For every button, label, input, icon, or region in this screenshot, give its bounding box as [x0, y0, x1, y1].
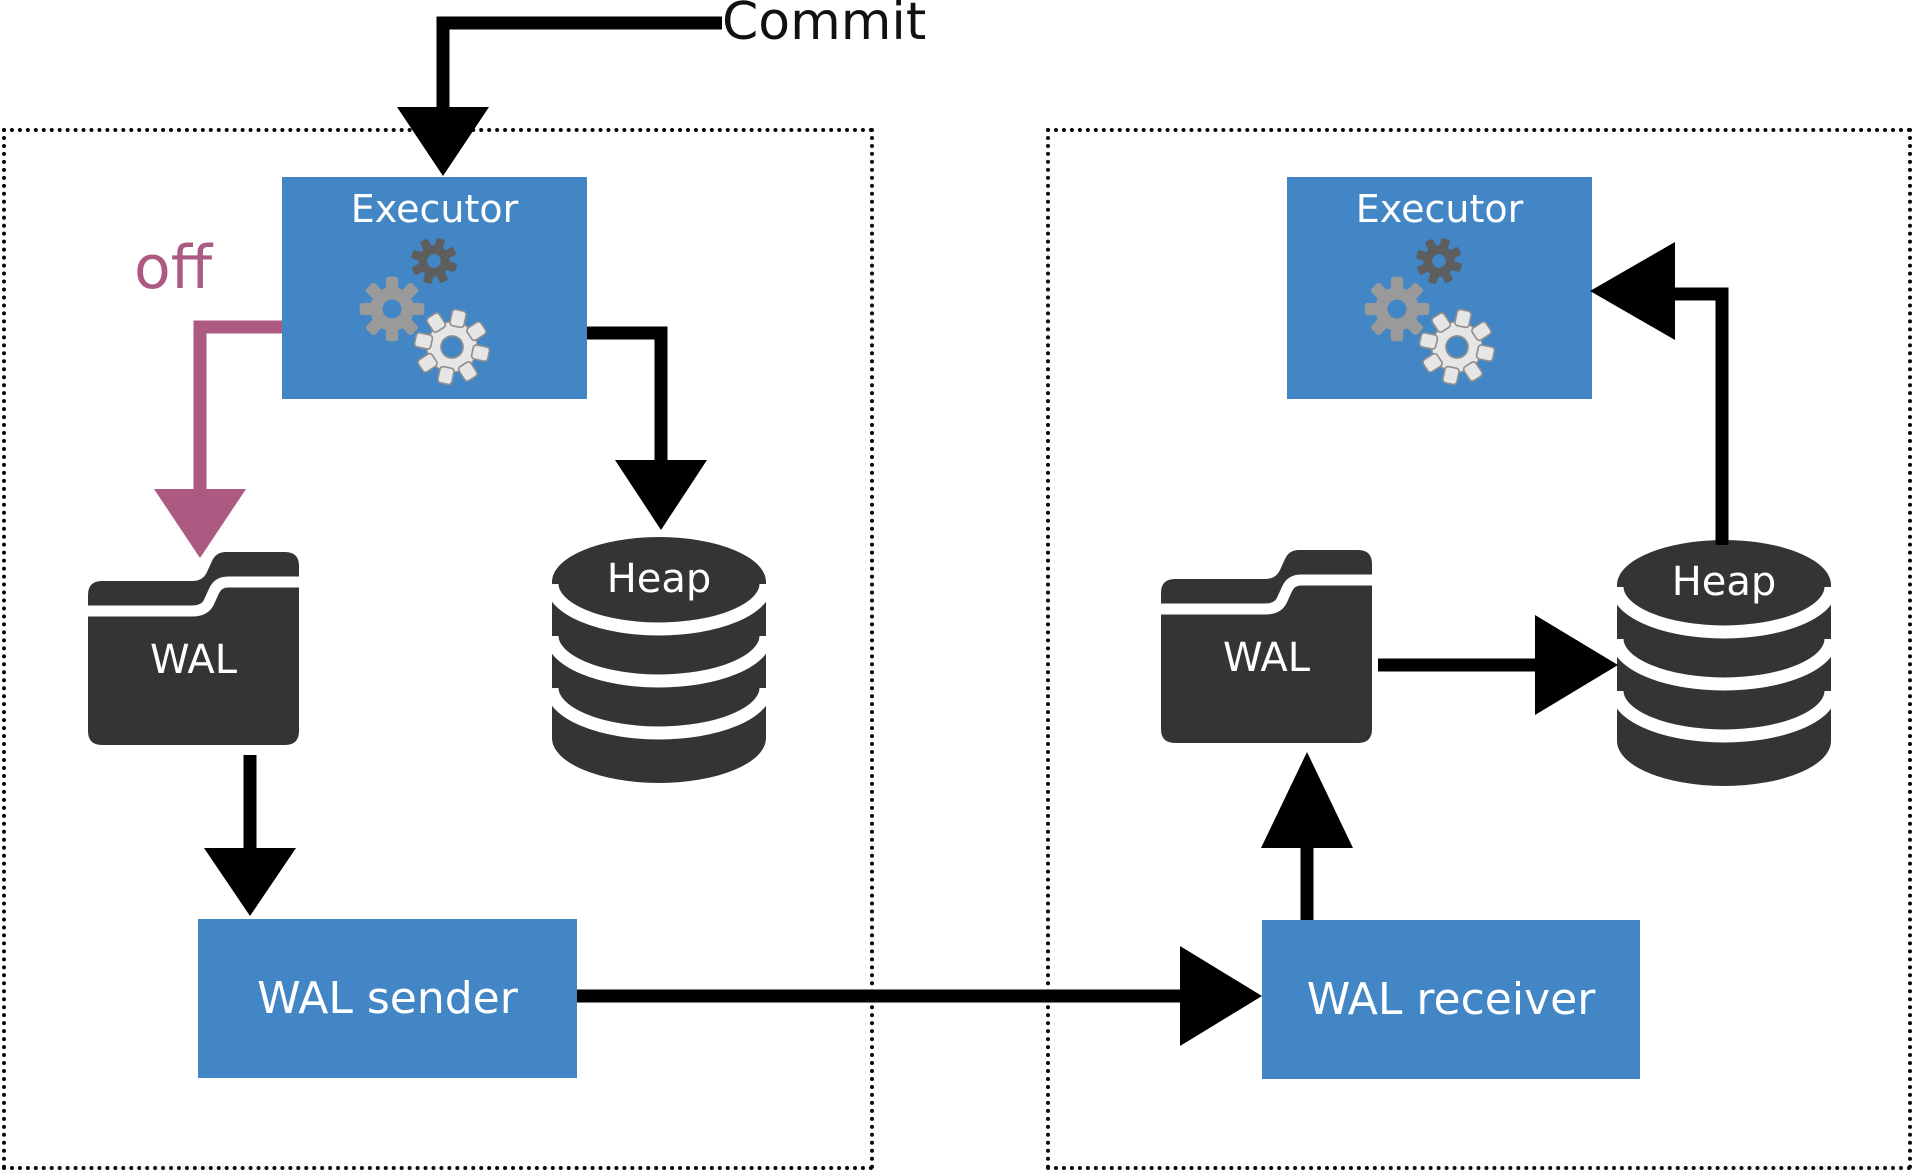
- wal-label: WAL: [1222, 635, 1310, 681]
- executor-node-primary: Executor: [282, 177, 587, 399]
- wal-sender-node: WAL sender: [198, 919, 577, 1078]
- executor-label: Executor: [350, 187, 519, 231]
- heap-label: Heap: [606, 556, 712, 602]
- heap-label: Heap: [1671, 559, 1777, 605]
- wal-folder-node-primary: WAL: [82, 545, 305, 755]
- gears-icon: [1364, 231, 1503, 393]
- wal-receiver-label: WAL receiver: [1306, 974, 1596, 1025]
- wal-label: WAL: [149, 637, 237, 683]
- wal-sender-label: WAL sender: [257, 973, 518, 1024]
- off-label: off: [134, 233, 213, 303]
- heap-node-primary: Heap: [548, 532, 770, 787]
- executor-label: Executor: [1355, 187, 1524, 231]
- gears-icon: [359, 231, 498, 393]
- standby-server-panel: [1046, 128, 1912, 1170]
- executor-node-standby: Executor: [1287, 177, 1592, 399]
- heap-node-standby: Heap: [1613, 535, 1835, 790]
- wal-receiver-node: WAL receiver: [1262, 920, 1640, 1079]
- commit-label: Commit: [722, 0, 927, 52]
- wal-folder-node-standby: WAL: [1155, 543, 1378, 753]
